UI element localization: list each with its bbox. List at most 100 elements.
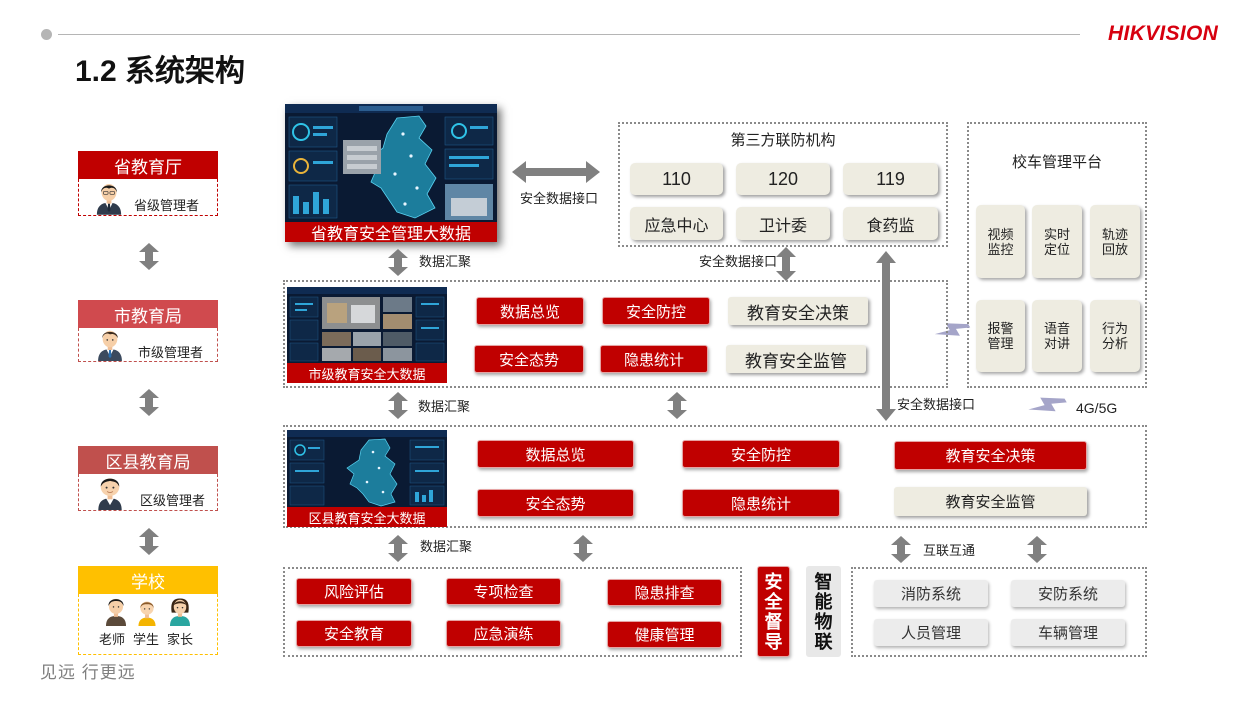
- double-arrow-icon: [573, 535, 593, 562]
- header-rule: [58, 34, 1080, 35]
- third-party-interface-label: 安全数据接口: [699, 254, 778, 269]
- school-roles: 老师 学生 家长: [99, 632, 193, 648]
- iot-vehicle-management: 车辆管理: [1011, 619, 1125, 646]
- double-arrow-icon: [388, 392, 408, 419]
- video-wall: [322, 297, 412, 361]
- city-module-decision: 教育安全决策: [728, 297, 868, 325]
- double-arrow-icon: [891, 536, 911, 563]
- city-module-prevention: 安全防控: [602, 297, 710, 325]
- school-func-hazard-check: 隐患排查: [607, 579, 722, 606]
- agency-119: 119: [843, 163, 938, 195]
- agency-food-drug: 食药监: [843, 207, 938, 240]
- city-dashboard-image: 市级教育安全大数据: [287, 287, 447, 383]
- bus-tile-intercom: 语音对讲: [1032, 300, 1082, 372]
- agency-emergency-center: 应急中心: [630, 207, 723, 240]
- double-arrow-icon: [388, 535, 408, 562]
- bus-tile-label: 轨迹回放: [1102, 226, 1129, 257]
- bus-tile-label: 实时定位: [1044, 226, 1071, 257]
- aggregation-label: 数据汇聚: [418, 399, 471, 414]
- district-module-hazard-stats: 隐患统计: [682, 489, 840, 517]
- district-dashboard-caption: 区县教育安全大数据: [287, 507, 447, 527]
- bus-tile-label: 语音对讲: [1044, 321, 1071, 351]
- level-city-users: 市级管理者: [78, 328, 218, 362]
- agency-120: 120: [736, 163, 830, 195]
- city-module-situation: 安全态势: [474, 345, 584, 373]
- city-manager-role: 市级管理者: [138, 345, 204, 360]
- bus-tile-label: 报警管理: [987, 321, 1014, 351]
- lightning-signal-icon: [1024, 384, 1070, 426]
- smart-iot-label: 智能物联: [806, 566, 841, 657]
- horizontal-double-arrow-icon: [512, 161, 600, 183]
- bus-tile-playback: 轨迹回放: [1090, 205, 1140, 278]
- lightning-signal-icon: [930, 311, 973, 350]
- double-arrow-icon: [667, 392, 687, 419]
- district-module-overview: 数据总览: [477, 440, 634, 468]
- parent-avatar-icon: [167, 596, 193, 626]
- double-arrow-icon: [139, 389, 159, 416]
- interconnection-label: 互联互通: [923, 543, 976, 558]
- school-func-safety-education: 安全教育: [296, 620, 412, 647]
- school-func-special-inspection: 专项检查: [446, 578, 561, 605]
- iot-security-system: 安防系统: [1011, 580, 1125, 607]
- bus-tile-label: 行为分析: [1102, 321, 1129, 351]
- third-party-panel: 第三方联防机构 110 120 119 应急中心 卫计委 食药监: [618, 122, 948, 247]
- district-dashboard-image: 区县教育安全大数据: [287, 430, 447, 527]
- safety-supervision-label: 安全督导: [757, 566, 790, 657]
- role-parent: 家长: [167, 632, 194, 647]
- school-func-risk-assessment: 风险评估: [296, 578, 412, 605]
- level-province-users: 省级管理者: [78, 179, 218, 216]
- iot-personnel-management: 人员管理: [874, 619, 988, 646]
- bus-tile-behavior: 行为分析: [1090, 300, 1140, 372]
- level-district-users: 区级管理者: [78, 474, 218, 511]
- school-functions-panel: 风险评估 专项检查 隐患排查 安全教育 应急演练 健康管理: [283, 567, 742, 657]
- page-title: 1.2 系统架构: [75, 55, 246, 88]
- role-student: 学生: [133, 632, 160, 647]
- iot-fire-system: 消防系统: [874, 580, 988, 607]
- province-dashboard-caption: 省教育安全管理大数据: [285, 222, 497, 242]
- level-province-label: 省教育厅: [78, 151, 218, 179]
- province-interface-label: 安全数据接口: [520, 191, 599, 206]
- district-module-supervision: 教育安全监管: [894, 487, 1087, 516]
- province-manager-role: 省级管理者: [134, 198, 200, 213]
- safety-supervision-text: 安全督导: [764, 571, 783, 652]
- city-module-hazard-stats: 隐患统计: [600, 345, 708, 373]
- agency-110: 110: [630, 163, 723, 195]
- level-district-label: 区县教育局: [78, 446, 218, 474]
- city-interface-label: 安全数据接口: [897, 397, 976, 412]
- iot-systems-panel: 消防系统 安防系统 人员管理 车辆管理: [851, 567, 1147, 657]
- aggregation-label: 数据汇聚: [420, 539, 473, 554]
- double-arrow-icon: [776, 247, 796, 281]
- student-avatar-icon: [135, 598, 159, 626]
- school-bus-panel: 校车管理平台 视频监控 实时定位 轨迹回放 报警管理 语音对讲 行为分析: [967, 122, 1147, 388]
- smart-iot-text: 智能物联: [814, 571, 833, 652]
- city-module-supervision: 教育安全监管: [726, 345, 866, 373]
- district-platform-panel: 区县教育安全大数据 数据总览 安全防控 教育安全决策 安全态势 隐患统计 教育安…: [283, 425, 1147, 528]
- brand-logo: HIKVISION: [1108, 22, 1219, 45]
- city-platform-panel: 市级教育安全大数据 数据总览 安全防控 教育安全决策 安全态势 隐患统计 教育安…: [283, 280, 948, 388]
- district-module-prevention: 安全防控: [682, 440, 840, 468]
- header-dot: [41, 29, 52, 40]
- level-school-label: 学校: [78, 566, 218, 594]
- manager-avatar-icon: [94, 475, 126, 510]
- long-double-arrow-icon: [876, 251, 896, 421]
- bus-tile-label: 视频监控: [987, 226, 1014, 257]
- province-dashboard-graphic: [285, 104, 497, 222]
- city-module-overview: 数据总览: [476, 297, 584, 325]
- double-arrow-icon: [139, 243, 159, 270]
- double-arrow-icon: [1027, 536, 1047, 563]
- city-dashboard-graphic: [287, 287, 447, 363]
- bus-tile-alarm: 报警管理: [976, 300, 1025, 372]
- manager-avatar-icon: [96, 328, 124, 361]
- role-teacher: 老师: [99, 632, 126, 647]
- bus-tile-location: 实时定位: [1032, 205, 1082, 278]
- bus-tile-video: 视频监控: [976, 205, 1025, 278]
- city-dashboard-caption: 市级教育安全大数据: [287, 363, 447, 383]
- district-dashboard-graphic: [287, 430, 447, 507]
- agency-health-commission: 卫计委: [736, 207, 830, 240]
- district-module-decision: 教育安全决策: [894, 441, 1087, 470]
- manager-avatar-icon: [95, 181, 123, 215]
- school-bus-title: 校车管理平台: [1011, 154, 1102, 171]
- map-shape: [346, 438, 398, 507]
- school-func-health-management: 健康管理: [607, 621, 722, 648]
